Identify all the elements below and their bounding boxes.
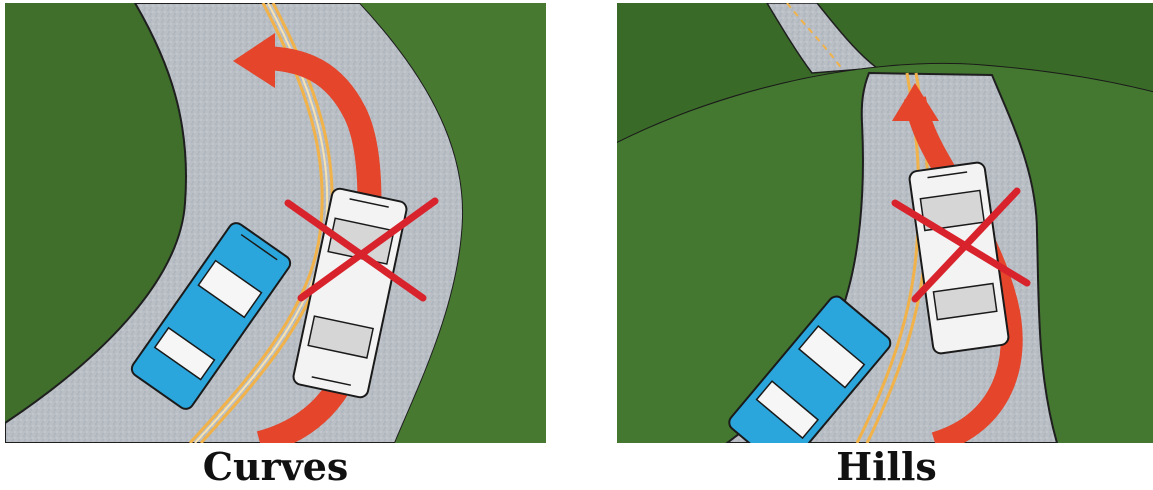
hills-caption: Hills [617,443,1153,490]
hills-panel [617,3,1153,443]
curves-illustration [5,3,546,443]
hills-illustration [617,3,1153,443]
curves-panel [5,3,546,443]
curves-caption: Curves [5,443,546,490]
